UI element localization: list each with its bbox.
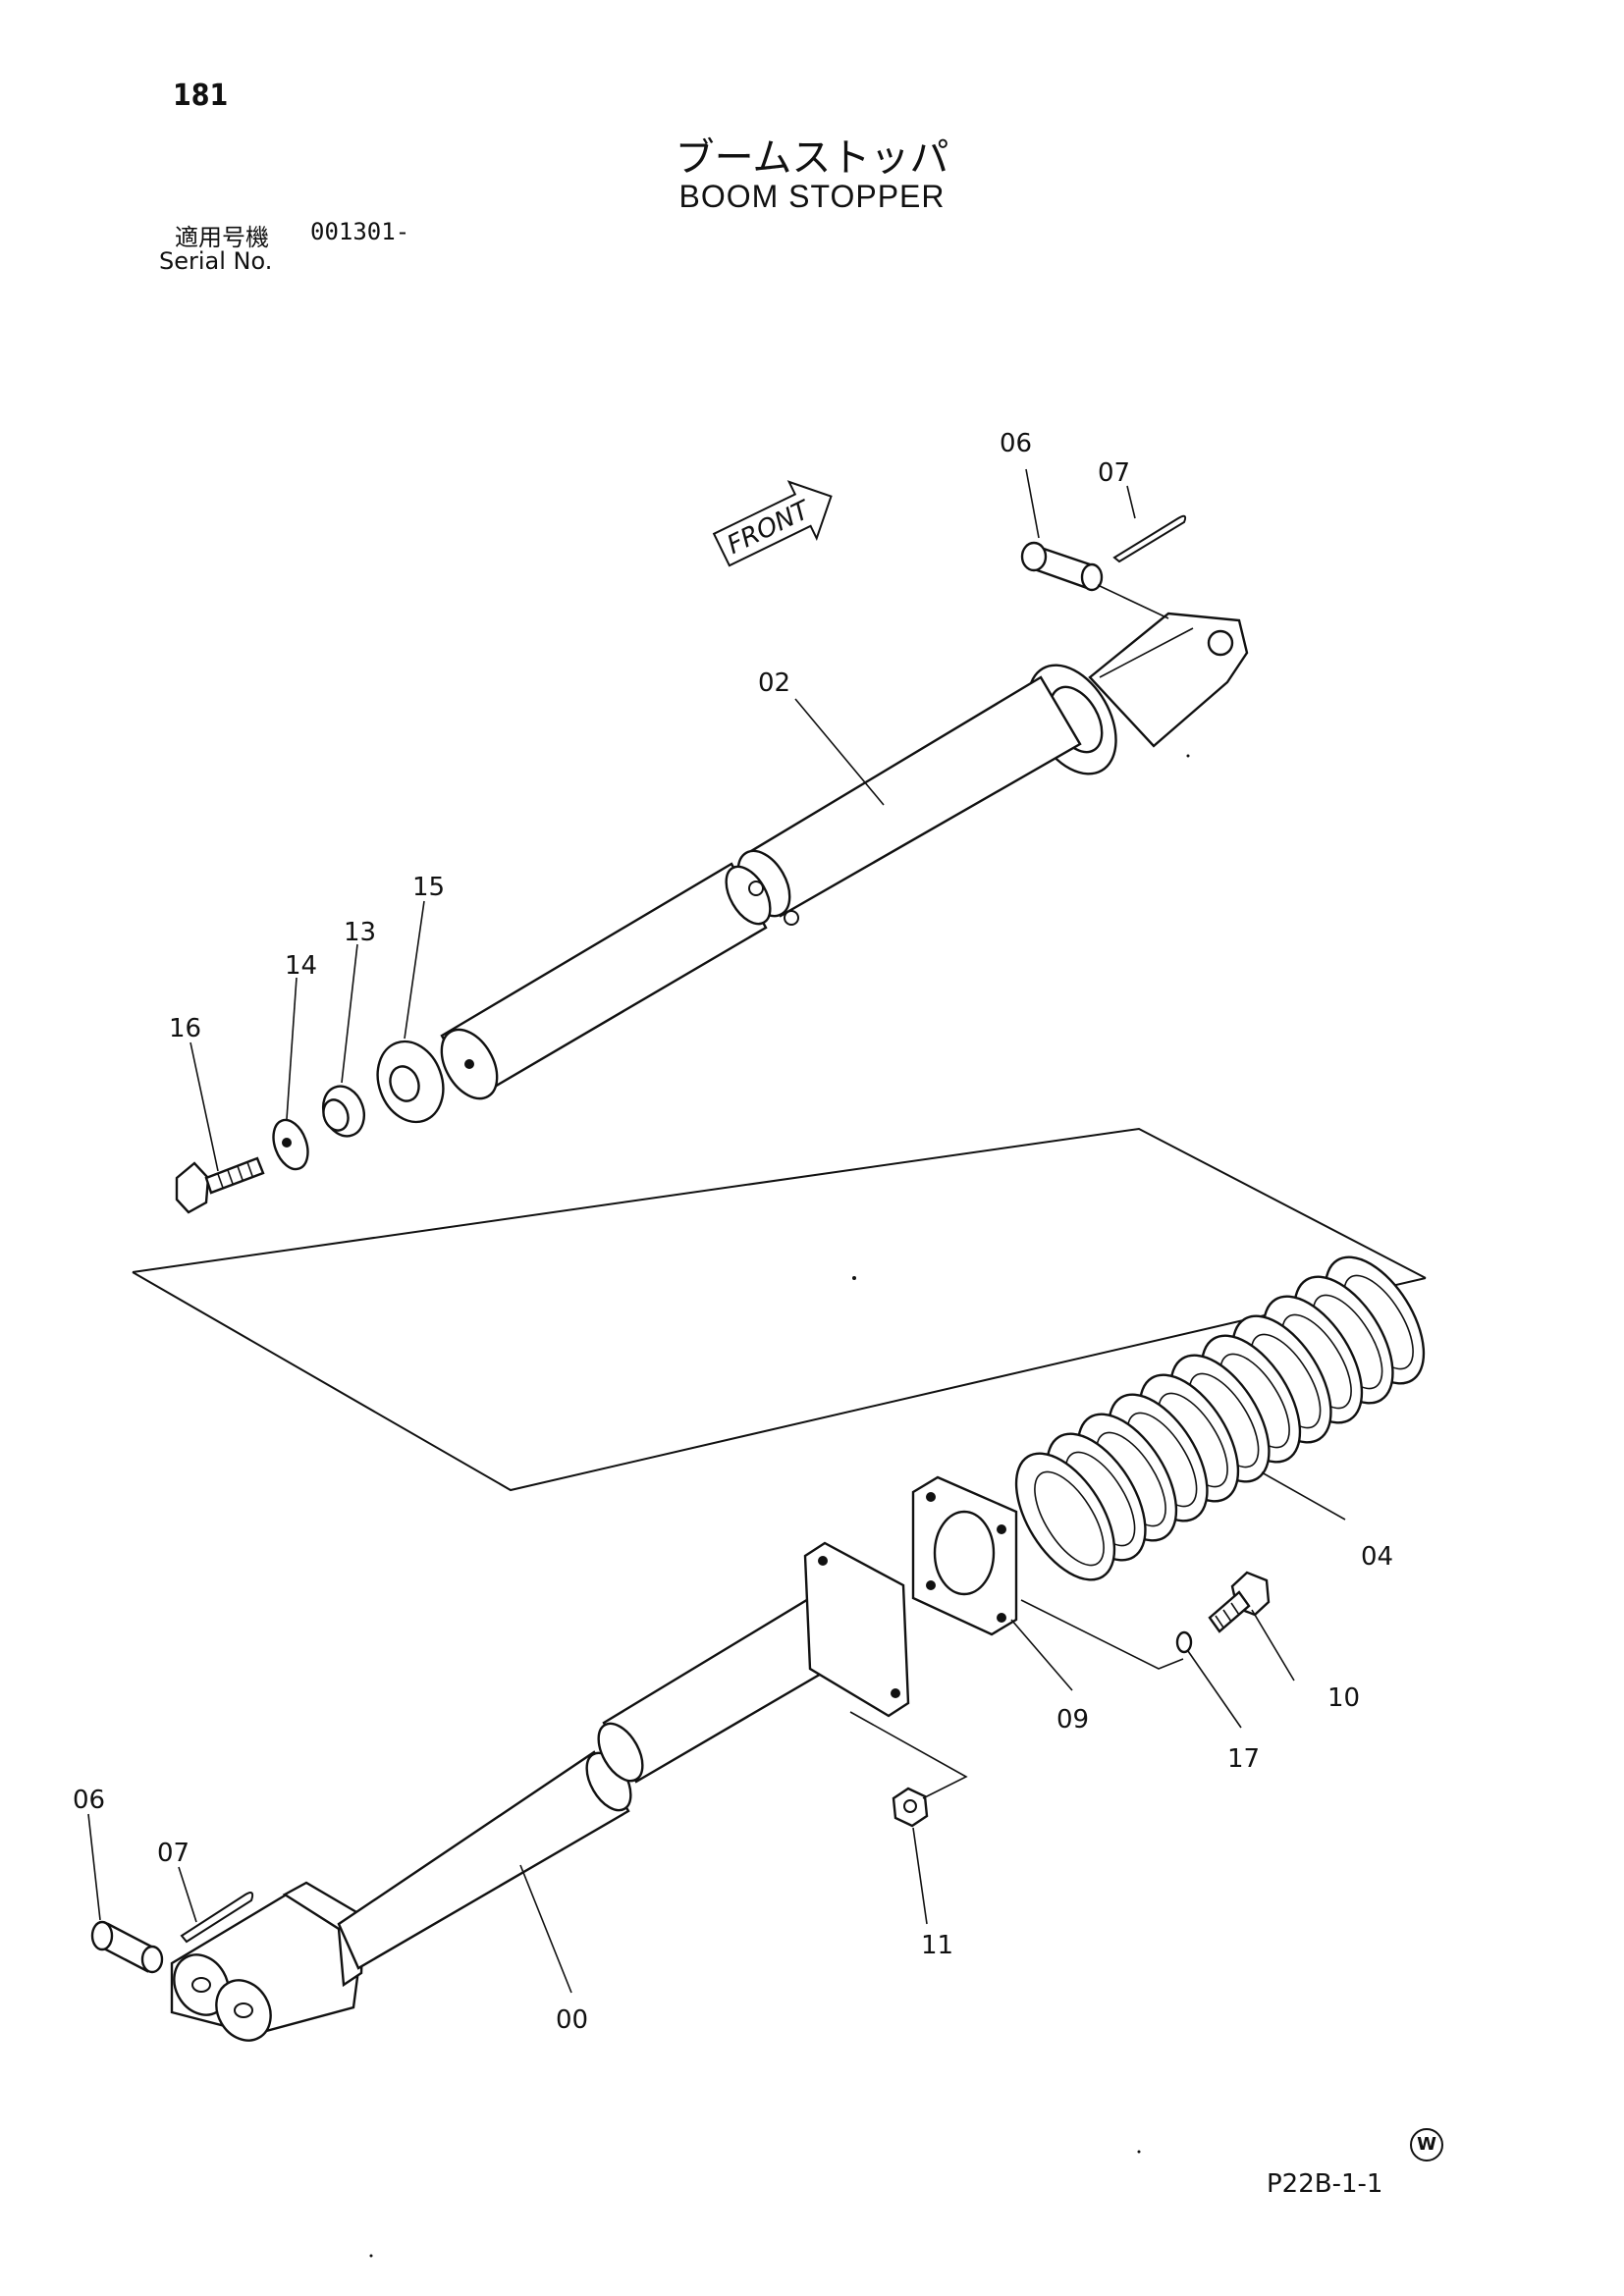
cotter-pin-07-upper [1112,514,1187,563]
callout-07-top: 07 [1098,458,1130,488]
callout-06-bottom: 06 [73,1786,105,1815]
bushing-13 [322,1085,365,1138]
pin-06-upper [1020,541,1104,592]
front-label: FRONT [723,495,816,561]
callout-00: 00 [556,2005,588,2035]
callout-09: 09 [1056,1705,1089,1735]
callout-16: 16 [169,1014,201,1043]
bolt-16 [175,1156,265,1214]
plate-09 [911,1475,1018,1636]
page-title-jp: ブームストッパ [675,135,949,181]
serial-label-jp: 適用号機 [175,224,269,251]
pin-06-lower [90,1920,164,1974]
page-title-en: BOOM STOPPER [678,179,946,214]
callout-15: 15 [412,873,445,902]
callout-02: 02 [758,668,790,698]
drawing-code: P22B-1-1 [1267,2169,1383,2199]
tube-00 [170,1541,910,2042]
washer-14 [272,1118,309,1171]
callout-13: 13 [344,918,376,947]
leader-lines [87,468,1346,1994]
page-number: 181 [173,79,229,113]
rod-02 [440,612,1249,1100]
callout-07-bottom: 07 [157,1839,189,1868]
bolt-10 [1208,1571,1271,1633]
callout-17: 17 [1227,1744,1260,1774]
serial-value: 001301- [310,218,410,245]
nut-11 [892,1787,929,1828]
callout-10: 10 [1327,1683,1360,1713]
washer-15 [376,1040,445,1124]
w-mark-icon: W [1410,2128,1443,2162]
washer-17 [1175,1630,1193,1654]
callout-14: 14 [285,951,317,981]
callout-04: 04 [1361,1542,1393,1572]
serial-label-en: Serial No. [159,247,273,275]
spring-coil [1014,1452,1116,1581]
spring-coil-inner [1034,1470,1105,1567]
cotter-pin-07-lower [180,1892,254,1944]
front-arrow-icon: FRONT [712,480,833,567]
callout-06-top: 06 [1000,429,1032,458]
spring-04 [1014,1255,1426,1581]
callout-11: 11 [921,1931,953,1960]
